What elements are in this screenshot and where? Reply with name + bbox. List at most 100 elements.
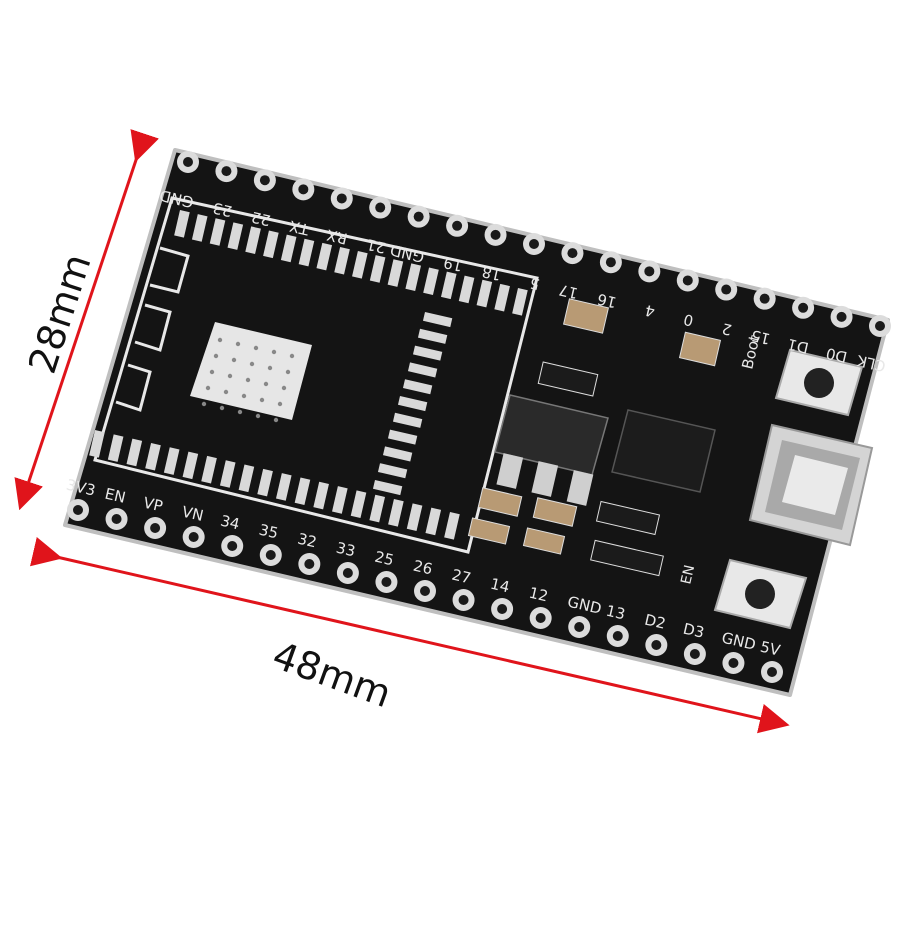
pin-label-top: 18 — [480, 262, 503, 284]
pin-label-top: 23 — [211, 199, 234, 221]
thermal-via — [249, 361, 255, 367]
header-hole-center — [651, 640, 662, 650]
thermal-via — [235, 341, 241, 347]
module-pad — [219, 460, 236, 488]
module-pad — [405, 263, 422, 291]
module-pad — [145, 442, 161, 471]
pin-label-top: 16 — [596, 290, 619, 312]
module-pad — [201, 455, 217, 484]
module-pad — [263, 230, 279, 259]
pin-label-top: RX — [325, 226, 349, 248]
header-hole-center — [875, 321, 885, 331]
pin-label-top: 17 — [557, 281, 580, 303]
boot-button[interactable] — [774, 348, 864, 417]
module-pad — [392, 412, 423, 428]
module-pad — [369, 494, 386, 523]
module-pad — [107, 434, 124, 462]
header-hole-center — [535, 613, 546, 623]
pin-label-bottom: 12 — [527, 584, 550, 606]
module-pad — [397, 395, 428, 412]
header-hole-center — [227, 541, 238, 551]
header-hole-center — [836, 311, 847, 322]
header-hole-center — [574, 622, 585, 632]
pin-label-bottom: 25 — [373, 548, 396, 570]
header-hole-center — [304, 559, 315, 569]
thermal-via — [289, 353, 295, 359]
module-pad — [275, 473, 292, 501]
thermal-vias — [201, 337, 295, 423]
pin-label-bottom: D3 — [681, 620, 706, 642]
pin-label-bottom: 5V — [759, 638, 783, 660]
pin-label-top: 22 — [250, 208, 273, 230]
module-pad — [316, 242, 333, 271]
thermal-via — [237, 409, 243, 415]
module-pad — [352, 251, 368, 279]
pin-label-bottom: 26 — [412, 557, 435, 579]
header-hole-center — [497, 604, 508, 614]
module-pad — [245, 226, 261, 255]
module-pad — [494, 283, 510, 312]
module-pad — [163, 447, 180, 475]
en-button[interactable] — [713, 558, 808, 630]
thermal-via — [253, 345, 259, 351]
header-hole-center — [259, 175, 270, 186]
pin-label-top: 5 — [528, 274, 541, 294]
header-hole-center — [73, 505, 83, 515]
module-pad — [412, 345, 443, 361]
module-pads-right — [372, 312, 453, 496]
module-pad — [298, 238, 315, 267]
header-hole-center — [529, 239, 539, 249]
module-pad — [191, 214, 208, 242]
pin-label-bottom: 13 — [604, 602, 627, 624]
header-hole-center — [342, 568, 353, 578]
module-pad — [126, 438, 143, 467]
thermal-via — [205, 385, 211, 391]
header-hole-center — [644, 266, 655, 277]
header-hole-center — [458, 595, 469, 605]
pin-label-top: 2 — [720, 319, 733, 339]
module-pad — [458, 275, 475, 304]
thermal-via — [277, 401, 283, 407]
height-dimension-arrow — [14, 129, 159, 511]
module-pad — [423, 267, 439, 296]
pin-label-bottom: VP — [142, 494, 165, 516]
pin-label-bottom: VN — [180, 503, 205, 525]
header-hole-center — [612, 631, 623, 641]
module-pad — [238, 464, 255, 493]
thermal-via — [219, 405, 225, 411]
antenna-trace — [115, 246, 190, 412]
module-pad — [387, 429, 418, 445]
header-hole-center — [689, 649, 700, 659]
pin-label-bottom: 14 — [489, 575, 512, 597]
module-pad — [372, 480, 403, 496]
module-pad — [406, 503, 423, 531]
thermal-via — [273, 417, 279, 423]
thermal-via — [217, 337, 223, 343]
usb-serial-chip — [611, 409, 716, 493]
module-pad — [350, 490, 367, 519]
micro-usb-port[interactable] — [748, 423, 874, 547]
header-hole-center — [381, 577, 392, 587]
header-hole-center — [375, 202, 386, 213]
pin-label-top: TX — [288, 217, 312, 239]
thermal-via — [245, 377, 251, 383]
pin-label-top: 19 — [442, 253, 465, 275]
module-pad — [440, 271, 457, 300]
header-hole-center — [452, 220, 463, 231]
header-hole-center — [183, 157, 193, 167]
header-hole-center — [767, 667, 777, 677]
module-pad — [227, 222, 244, 250]
module-pads-bottom — [89, 429, 460, 540]
module-pad — [332, 486, 348, 514]
pin-label-bottom: 33 — [334, 539, 357, 561]
header-hole-center — [728, 658, 739, 668]
pin-label-bottom: D2 — [643, 611, 668, 633]
thermal-via — [201, 401, 207, 407]
pin-label-top: 15 — [749, 326, 772, 348]
pin-label-bottom: 32 — [296, 530, 319, 552]
module-pad — [369, 255, 386, 283]
thermal-via — [281, 385, 287, 391]
pin-label-top: 4 — [643, 301, 656, 321]
module-pad — [402, 379, 433, 395]
